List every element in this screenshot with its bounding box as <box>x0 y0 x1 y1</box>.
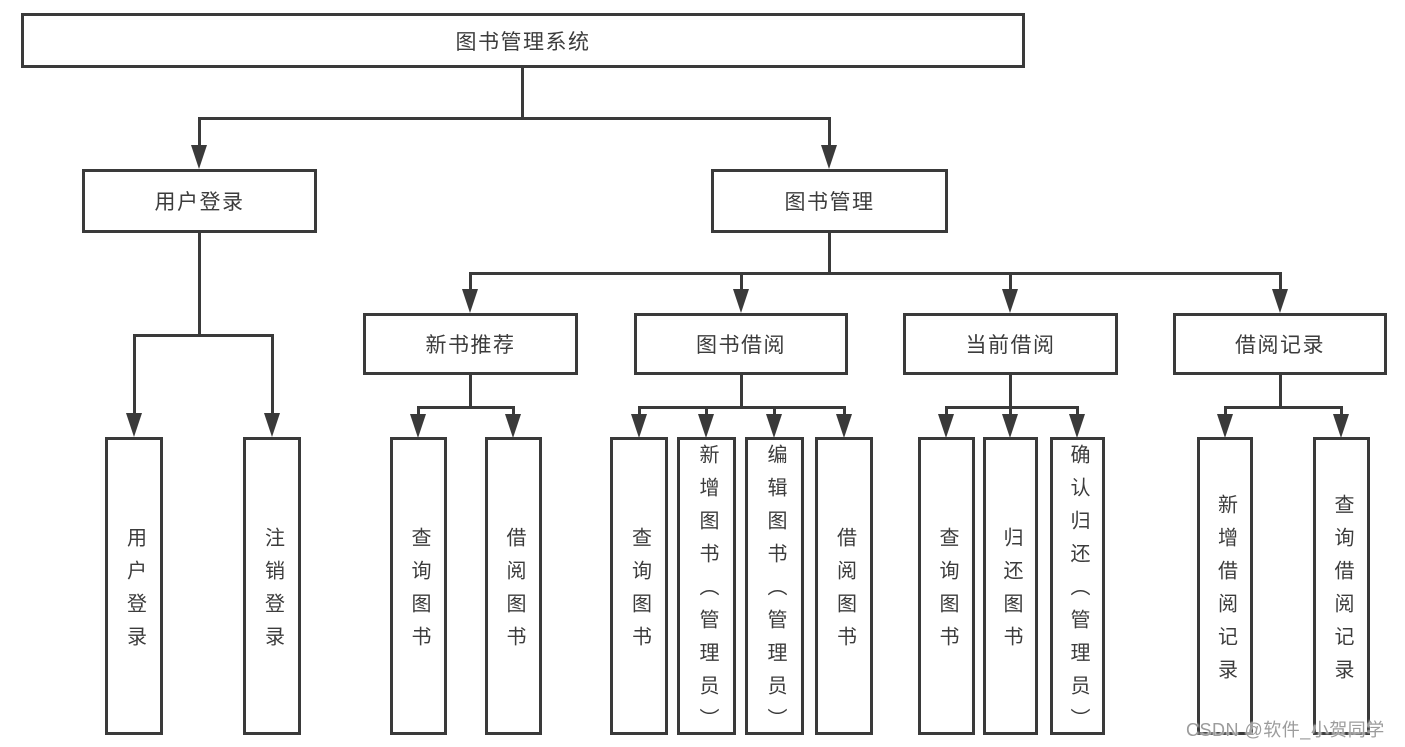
node-label: 借阅图书 <box>503 526 525 659</box>
node-leaf-user-login: 用户登录 <box>105 437 163 735</box>
node-leaf-confirm-return-admin: 确认归还（管理员） <box>1050 437 1105 741</box>
node-label: 编辑图书（管理员） <box>764 444 786 741</box>
arrowhead-down-icon <box>505 414 521 438</box>
arrowhead-down-icon <box>1333 414 1349 438</box>
connector-line <box>740 272 743 291</box>
connector-line <box>417 406 515 409</box>
connector-line <box>1009 406 1012 418</box>
node-leaf-edit-books-admin: 编辑图书（管理员） <box>745 437 804 741</box>
connector-line <box>198 117 831 120</box>
connector-line <box>1340 406 1343 418</box>
node-label: 查询图书 <box>936 526 958 659</box>
node-leaf-borrow-books: 借阅图书 <box>815 437 873 735</box>
node-label: 新书推荐 <box>425 334 516 357</box>
node-label: 借阅记录 <box>1235 334 1325 357</box>
node-current-borrowing: 当前借阅 <box>903 313 1118 375</box>
node-label: 查询图书 <box>408 526 430 659</box>
connector-line <box>1076 406 1079 418</box>
node-label: 当前借阅 <box>965 334 1056 357</box>
connector-line <box>1009 375 1012 408</box>
connector-line <box>828 117 831 146</box>
node-leaf-return-books: 归还图书 <box>983 437 1038 735</box>
arrowhead-down-icon <box>766 414 782 438</box>
connector-line <box>469 272 1281 275</box>
connector-line <box>945 406 1079 409</box>
connector-line <box>1224 406 1227 418</box>
watermark: CSDN @软件_小贺同学 <box>1186 720 1385 740</box>
node-label: 新增借阅记录 <box>1214 493 1237 692</box>
arrowhead-down-icon <box>836 414 852 438</box>
connector-line <box>469 272 472 291</box>
connector-line <box>1279 375 1282 408</box>
arrowhead-down-icon <box>821 145 837 169</box>
connector-line <box>521 68 524 119</box>
arrowhead-down-icon <box>1217 414 1233 438</box>
node-label: 图书管理 <box>784 191 875 214</box>
connector-line <box>133 334 273 337</box>
arrowhead-down-icon <box>938 414 954 438</box>
node-label: 借阅图书 <box>833 526 856 659</box>
arrowhead-down-icon <box>1069 414 1085 438</box>
node-root: 图书管理系统 <box>21 13 1025 68</box>
node-label: 查询借阅记录 <box>1331 493 1353 692</box>
node-borrowing-records: 借阅记录 <box>1173 313 1387 375</box>
node-user-login: 用户登录 <box>82 169 317 233</box>
arrowhead-down-icon <box>733 289 749 313</box>
node-label: 确认归还（管理员） <box>1067 444 1089 741</box>
connector-line <box>828 233 831 274</box>
arrowhead-down-icon <box>1002 289 1018 313</box>
connector-line <box>1279 272 1282 291</box>
node-label: 新增图书（管理员） <box>696 444 718 741</box>
connector-line <box>773 406 776 418</box>
connector-line <box>740 375 743 408</box>
node-label: 归还图书 <box>1000 526 1022 659</box>
node-leaf-current-query-books: 查询图书 <box>918 437 975 735</box>
connector-line <box>1224 406 1343 409</box>
node-leaf-recommend-query-books: 查询图书 <box>390 437 447 735</box>
connector-line <box>512 406 515 418</box>
arrowhead-down-icon <box>462 289 478 313</box>
arrowhead-down-icon <box>191 145 207 169</box>
arrowhead-down-icon <box>410 414 426 438</box>
arrowhead-down-icon <box>1002 414 1018 438</box>
node-label: 图书借阅 <box>696 334 786 357</box>
connector-line <box>945 406 948 418</box>
connector-line <box>271 334 274 415</box>
node-label: 图书管理系统 <box>455 30 591 54</box>
node-label: 用户登录 <box>154 191 245 214</box>
node-label: 注销登录 <box>261 526 284 659</box>
arrowhead-down-icon <box>264 413 280 437</box>
connector-line <box>417 406 420 418</box>
node-leaf-recommend-borrow-books: 借阅图书 <box>485 437 542 735</box>
connector-line <box>638 406 641 418</box>
connector-line <box>638 406 846 409</box>
connector-line <box>198 233 201 336</box>
connector-line <box>1009 272 1012 291</box>
connector-line <box>198 117 201 146</box>
node-label: 用户登录 <box>123 526 146 659</box>
node-leaf-query-borrow-record: 查询借阅记录 <box>1313 437 1370 735</box>
node-leaf-logout: 注销登录 <box>243 437 301 735</box>
connector-line <box>469 375 472 408</box>
connector-line <box>133 334 136 415</box>
node-new-book-recommendation: 新书推荐 <box>363 313 578 375</box>
node-label: 查询图书 <box>628 526 651 659</box>
arrowhead-down-icon <box>631 414 647 438</box>
arrowhead-down-icon <box>698 414 714 438</box>
arrowhead-down-icon <box>1272 289 1288 313</box>
node-leaf-add-books-admin: 新增图书（管理员） <box>677 437 736 741</box>
node-leaf-add-borrow-record: 新增借阅记录 <box>1197 437 1253 735</box>
node-book-management: 图书管理 <box>711 169 948 233</box>
connector-line <box>705 406 708 418</box>
node-book-borrowing: 图书借阅 <box>634 313 848 375</box>
connector-line <box>843 406 846 418</box>
node-leaf-borrow-query-books: 查询图书 <box>610 437 668 735</box>
arrowhead-down-icon <box>126 413 142 437</box>
